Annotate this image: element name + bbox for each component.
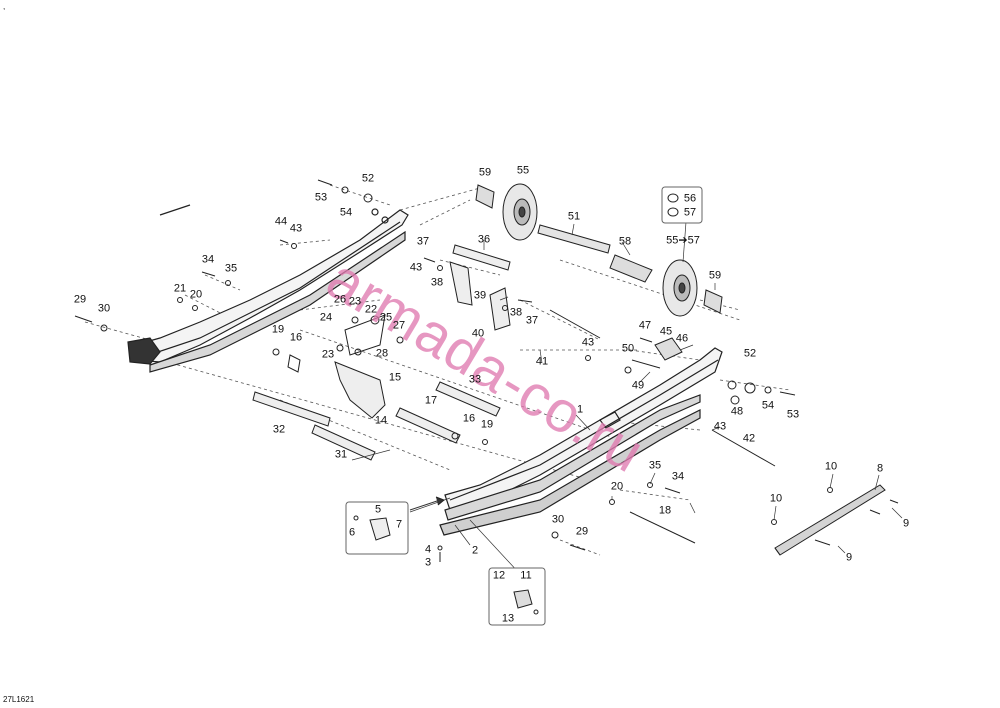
callout-21: 21: [173, 282, 187, 295]
callout-20: 20: [189, 288, 203, 301]
callout-44: 44: [274, 215, 288, 228]
callout-7: 7: [395, 518, 403, 531]
callout-59: 59: [708, 269, 722, 282]
callout-29: 29: [73, 293, 87, 306]
callout-54: 54: [339, 206, 353, 219]
callout-11: 11: [520, 569, 532, 582]
callout-37: 37: [525, 314, 539, 327]
callout-31: 31: [334, 448, 348, 461]
callout-48: 48: [730, 405, 744, 418]
callout-14: 14: [374, 414, 388, 427]
callout-23: 23: [321, 348, 335, 361]
callout-38: 38: [430, 276, 444, 289]
callout-40: 40: [471, 327, 485, 340]
callout-28: 28: [375, 347, 389, 360]
callout-26: 26: [333, 293, 347, 306]
corner-mark: ,: [3, 2, 6, 11]
callout-42: 42: [742, 432, 756, 445]
callout-19: 19: [271, 323, 285, 336]
callout-30: 30: [551, 513, 565, 526]
callout-15: 15: [388, 371, 402, 384]
callout-49: 49: [631, 379, 645, 392]
callout-8: 8: [876, 462, 884, 475]
callout-55-to-57: 55➔57: [666, 234, 700, 247]
callout-53: 53: [786, 408, 800, 421]
callout-2: 2: [471, 544, 479, 557]
callout-34: 34: [201, 253, 215, 266]
callout-10: 10: [769, 492, 783, 505]
callout-47: 47: [638, 319, 652, 332]
callout-32: 32: [272, 423, 286, 436]
left-slide-rail: [127, 204, 409, 373]
callout-39: 39: [473, 289, 487, 302]
brackets: [334, 261, 683, 419]
callout-25: 25: [379, 311, 393, 324]
callout-55: 55: [516, 164, 530, 177]
callout-51: 51: [567, 210, 581, 223]
callout-57: 57: [683, 206, 697, 219]
callout-6: 6: [348, 526, 356, 539]
callout-18: 18: [658, 504, 672, 517]
illustration-id: 27L1621: [3, 695, 35, 704]
callout-58: 58: [618, 235, 632, 248]
callout-3: 3: [424, 556, 432, 569]
callout-43: 43: [409, 261, 423, 274]
callout-9: 9: [902, 517, 910, 530]
wear-strip: [774, 484, 886, 556]
callout-5: 5: [374, 503, 382, 516]
callout-45: 45: [659, 325, 673, 338]
callout-35: 35: [224, 262, 238, 275]
callout-56: 56: [683, 192, 697, 205]
callout-13: 13: [501, 612, 515, 625]
callout-43: 43: [713, 420, 727, 433]
callout-23: 23: [348, 295, 362, 308]
callout-41: 41: [535, 355, 549, 368]
callout-9: 9: [845, 551, 853, 564]
callout-12: 12: [492, 569, 506, 582]
callout-16: 16: [289, 331, 303, 344]
callout-34: 34: [671, 470, 685, 483]
callout-37: 37: [416, 235, 430, 248]
callout-50: 50: [621, 342, 635, 355]
callout-17: 17: [424, 394, 438, 407]
callout-35: 35: [648, 459, 662, 472]
inset-boxes: [345, 186, 703, 626]
callout-29: 29: [575, 525, 589, 538]
callout-10: 10: [824, 460, 838, 473]
idler-wheels: [475, 183, 723, 317]
callout-20: 20: [610, 480, 624, 493]
callout-53: 53: [314, 191, 328, 204]
callout-30: 30: [97, 302, 111, 315]
callout-22: 22: [364, 303, 378, 316]
shafts: [252, 224, 776, 544]
callout-43: 43: [289, 222, 303, 235]
callout-24: 24: [319, 311, 333, 324]
callout-27: 27: [392, 319, 406, 332]
callout-59: 59: [478, 166, 492, 179]
fasteners: [74, 179, 899, 562]
callout-38: 38: [509, 306, 523, 319]
callout-46: 46: [675, 332, 689, 345]
callout-52: 52: [361, 172, 375, 185]
callout-33: 33: [468, 373, 482, 386]
callout-52: 52: [743, 347, 757, 360]
callout-19: 19: [480, 418, 494, 431]
callout-43: 43: [581, 336, 595, 349]
callout-36: 36: [477, 233, 491, 246]
right-slide-rail: [439, 347, 723, 536]
callout-54: 54: [761, 399, 775, 412]
callout-16: 16: [462, 412, 476, 425]
callout-4: 4: [424, 543, 432, 556]
callout-1: 1: [576, 403, 584, 416]
callout-pointers: [351, 221, 903, 575]
